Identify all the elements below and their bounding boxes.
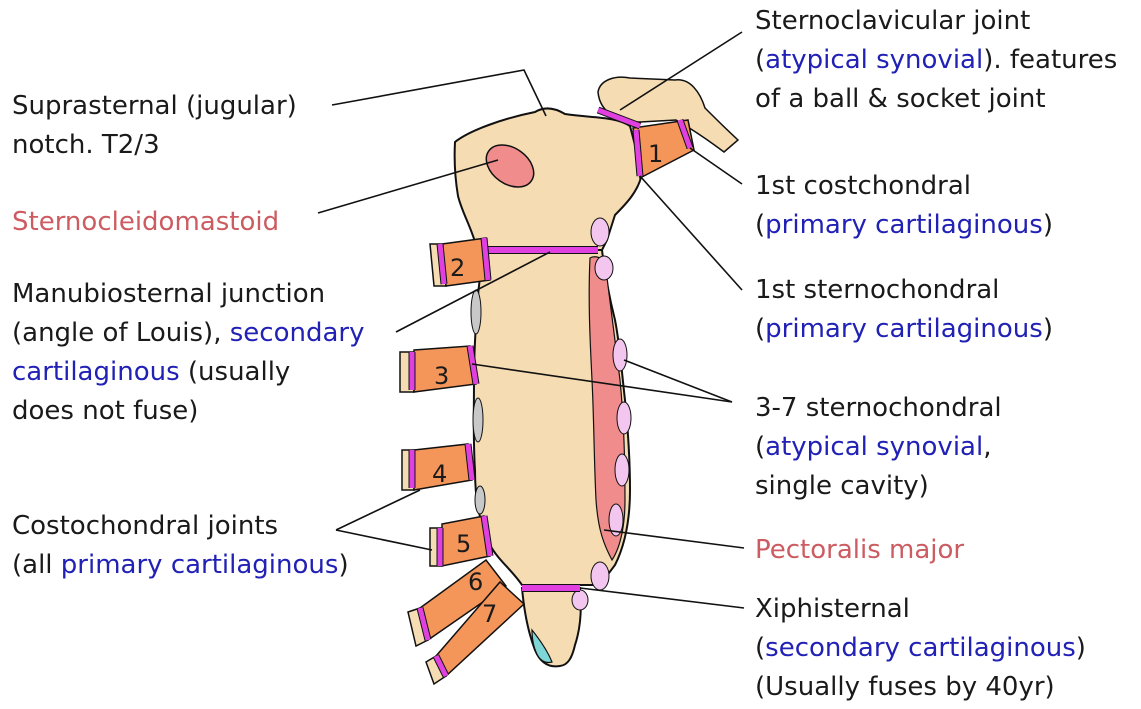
rib-number-3: 3 [434, 362, 449, 390]
label-sternocleidomastoid: Sternocleidomastoid [12, 203, 279, 242]
label-sternochondral-3-7-line2b: atypical synovial [765, 432, 983, 462]
label-first-sternochondral-line2b: primary cartilaginous [765, 314, 1043, 344]
label-manubriosternal-line3a: cartilaginous [12, 357, 180, 387]
label-costochondral-line2c: ) [338, 550, 348, 580]
label-first-costchondral-line2a: ( [755, 210, 765, 240]
leader-line [640, 176, 742, 290]
label-xiphisternal: Xiphisternal (secondary cartilaginous) (… [755, 590, 1086, 707]
label-first-sternochondral-line2a: ( [755, 314, 765, 344]
label-suprasternal-notch: Suprasternal (jugular) notch. T2/3 [12, 87, 297, 165]
synovial-cavity [595, 256, 613, 280]
label-sternoclavicular-line1: Sternoclavicular joint [755, 2, 1117, 41]
leader-line [624, 360, 732, 402]
synovial-cavity [615, 454, 629, 486]
label-first-sternochondral: 1st sternochondral (primary cartilaginou… [755, 271, 1053, 349]
rib-number-2: 2 [450, 254, 465, 282]
label-manubriosternal-line1: Manubiosternal junction [12, 275, 364, 314]
label-xiphisternal-line2b: secondary cartilaginous [765, 633, 1076, 663]
label-sternoclavicular-line3: of a ball & socket joint [755, 80, 1117, 119]
leader-line [690, 148, 742, 184]
label-manubriosternal-junction: Manubiosternal junction (angle of Louis)… [12, 275, 364, 431]
label-first-costchondral-line2c: ) [1043, 210, 1053, 240]
label-xiphisternal-line3: (Usually fuses by 40yr) [755, 668, 1086, 707]
label-sternoclavicular-line2a: ( [755, 45, 765, 75]
label-sternochondral-3-7-line2c: , [983, 432, 991, 462]
label-xiphisternal-line1: Xiphisternal [755, 590, 1086, 629]
label-manubriosternal-line3b: (usually [180, 357, 291, 387]
label-suprasternal-line2: notch. T2/3 [12, 126, 297, 165]
label-suprasternal-line1: Suprasternal (jugular) [12, 87, 297, 126]
label-pectoralis-major: Pectoralis major [755, 531, 964, 570]
label-first-costchondral-line1: 1st costchondral [755, 167, 1053, 206]
label-sternochondral-3-7: 3-7 sternochondral (atypical synovial, s… [755, 389, 1002, 506]
label-sternoclavicular-line2c: ). features [983, 45, 1117, 75]
synovial-cavity [613, 339, 627, 371]
manubrium [455, 108, 642, 250]
label-sternochondral-3-7-line2a: ( [755, 432, 765, 462]
synovial-cavity [572, 590, 588, 610]
rib-number-1: 1 [648, 140, 663, 168]
label-manubriosternal-line2b: secondary [230, 318, 365, 348]
label-costochondral-line1: Costochondral joints [12, 507, 349, 546]
leader-line [580, 588, 744, 608]
intercostal-gap [473, 398, 483, 442]
intercostal-gap [471, 290, 481, 334]
label-xiphisternal-line2c: ) [1076, 633, 1086, 663]
synovial-cavity [591, 562, 609, 590]
label-xiphisternal-line2a: ( [755, 633, 765, 663]
label-manubriosternal-line4: does not fuse) [12, 392, 364, 431]
label-costochondral-line2a: (all [12, 550, 61, 580]
synovial-cavity [591, 218, 609, 246]
rib-number-6: 6 [468, 568, 483, 596]
synovial-cavity [617, 402, 631, 434]
label-first-sternochondral-line2c: ) [1043, 314, 1053, 344]
label-sternochondral-3-7-line3: single cavity) [755, 467, 1002, 506]
label-first-costchondral-line2b: primary cartilaginous [765, 210, 1043, 240]
label-first-sternochondral-line1: 1st sternochondral [755, 271, 1053, 310]
label-sternochondral-3-7-line1: 3-7 sternochondral [755, 389, 1002, 428]
label-sternoclavicular-line2b: atypical synovial [765, 45, 983, 75]
rib-number-4: 4 [432, 460, 447, 488]
rib-number-7: 7 [482, 600, 497, 628]
label-sternoclavicular-joint: Sternoclavicular joint (atypical synovia… [755, 2, 1117, 119]
label-costochondral-joints: Costochondral joints (all primary cartil… [12, 507, 349, 585]
leader-line [332, 70, 546, 116]
intercostal-gap [475, 486, 485, 514]
label-manubriosternal-line2a: (angle of Louis), [12, 318, 230, 348]
label-costochondral-line2b: primary cartilaginous [61, 550, 339, 580]
rib-number-5: 5 [456, 530, 471, 558]
leader-line [336, 530, 432, 550]
label-first-costchondral: 1st costchondral (primary cartilaginous) [755, 167, 1053, 245]
